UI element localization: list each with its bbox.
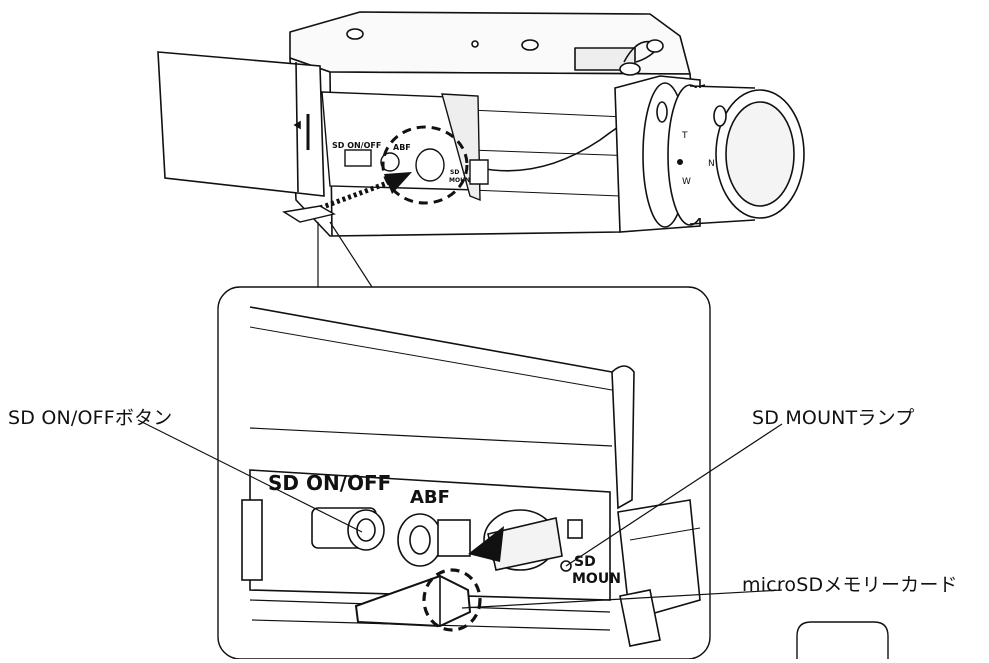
insertion-arrow [319, 172, 412, 211]
callout-sd-onoff-button: SD ON/OFFボタン [8, 407, 173, 429]
lens-n-mark: N [708, 159, 715, 169]
sd-cover-door [157, 51, 325, 197]
highlight-circle [381, 125, 469, 205]
camera-abf-label: ABF [393, 143, 411, 152]
page-tab-box [796, 621, 889, 659]
callout-sd-mount-lamp: SD MOUNTランプ [752, 407, 915, 429]
lens-t-mark: T [681, 131, 688, 141]
leader-microsd [461, 589, 783, 609]
detail-highlight-circle [422, 568, 482, 632]
detail-abf-label: ABF [410, 487, 450, 508]
leader-sd-button [137, 419, 363, 533]
camera-sd-onoff-label: SD ON/OFF [332, 141, 381, 150]
camera-sd-label: SD [450, 169, 459, 176]
detail-sd-onoff-label: SD ON/OFF [268, 471, 391, 495]
callout-microsd-card: microSDメモリーカード [742, 574, 958, 596]
leader-sd-mount [565, 423, 783, 567]
lens-assembly [614, 75, 805, 233]
detail-view [241, 306, 701, 647]
lens-dot [677, 159, 683, 165]
detail-sd-label: SD [574, 554, 596, 570]
detail-mount-label: MOUN [572, 571, 621, 587]
lens-w-mark: W [682, 177, 691, 187]
microsd-card-small [282, 205, 336, 223]
